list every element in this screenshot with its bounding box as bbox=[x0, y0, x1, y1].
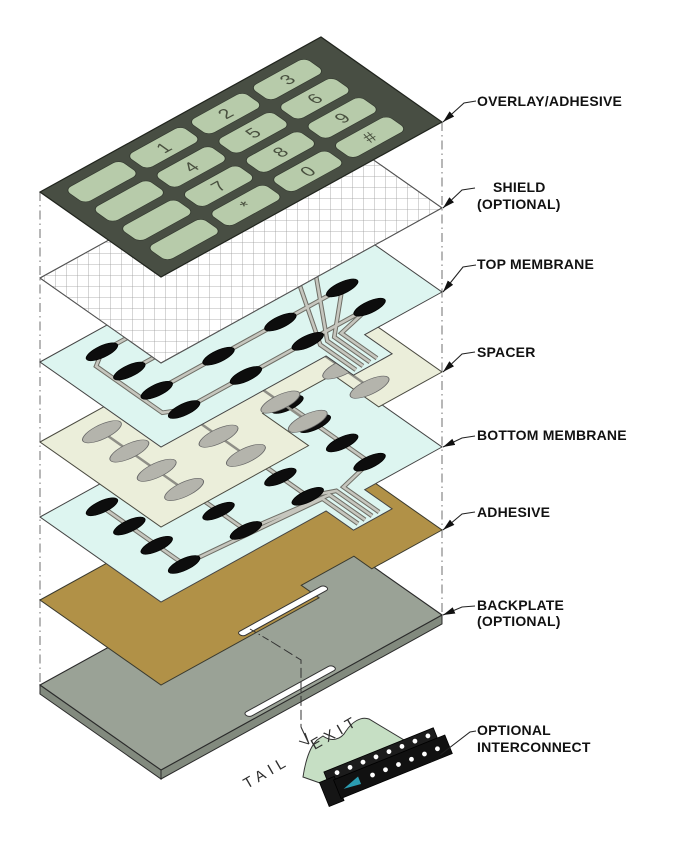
keypad-key bbox=[335, 116, 405, 158]
callout-labels: OVERLAY/ADHESIVE SHIELD (OPTIONAL) TOP M… bbox=[477, 93, 627, 755]
construction-lines bbox=[39, 122, 443, 778]
leader-spacer bbox=[442, 351, 476, 373]
callout-backplate-optional: (OPTIONAL) bbox=[477, 613, 561, 629]
keypad-key bbox=[122, 199, 192, 241]
keypad-key bbox=[252, 59, 322, 100]
adhesive-tail-slot bbox=[237, 585, 329, 637]
tail-exit-word1: TAIL bbox=[241, 752, 293, 792]
keypad-key bbox=[191, 93, 261, 134]
tail-exit-leader bbox=[271, 641, 302, 727]
keypad-key bbox=[184, 165, 254, 207]
leader-bottom-membrane bbox=[442, 435, 476, 448]
callout-bottom-membrane: BOTTOM MEMBRANE bbox=[477, 427, 627, 443]
backplate-tail-slot bbox=[243, 665, 337, 717]
callout-shield: SHIELD bbox=[493, 179, 546, 195]
keypad-key bbox=[218, 112, 288, 154]
keypad-key bbox=[94, 180, 164, 222]
spacer-vent-channels bbox=[102, 329, 370, 489]
keypad-key bbox=[245, 131, 315, 173]
connector-back-pins bbox=[334, 733, 431, 776]
leader-top-membrane bbox=[442, 264, 477, 293]
callout-spacer: SPACER bbox=[477, 344, 536, 360]
callout-leaders bbox=[430, 100, 477, 763]
tail-exit-arrow-icon bbox=[298, 726, 310, 745]
callout-interconnect-1: OPTIONAL bbox=[477, 722, 551, 738]
keypad-key bbox=[129, 127, 199, 169]
tail-exit-leader-dashdot bbox=[249, 628, 273, 643]
keypad-key bbox=[156, 146, 226, 188]
leader-adhesive bbox=[442, 511, 476, 531]
callout-top-membrane: TOP MEMBRANE bbox=[477, 256, 594, 272]
keypad-keys bbox=[67, 59, 405, 260]
leader-overlay-adhesive bbox=[442, 100, 477, 123]
callout-adhesive: ADHESIVE bbox=[477, 504, 550, 520]
connector-body bbox=[318, 727, 453, 808]
callout-shield-optional: (OPTIONAL) bbox=[477, 196, 561, 212]
polarity-marker-icon bbox=[343, 776, 362, 789]
keypad-key bbox=[307, 97, 377, 139]
keypad-key bbox=[273, 150, 343, 192]
top-circuit-trace bbox=[87, 249, 413, 448]
keypad-key bbox=[280, 78, 350, 120]
keypad-key bbox=[211, 185, 281, 226]
leader-interconnect bbox=[430, 730, 477, 763]
leader-shield bbox=[442, 187, 476, 209]
overlay-layer: 1 2 3 4 5 6 7 8 9 * 0 # bbox=[40, 37, 442, 277]
connector-front-pins bbox=[370, 746, 440, 778]
callout-backplate: BACKPLATE bbox=[477, 597, 564, 613]
interconnect-assembly bbox=[302, 717, 453, 808]
callout-interconnect-2: INTERCONNECT bbox=[477, 739, 591, 755]
keypad-key bbox=[149, 219, 219, 260]
leader-backplate bbox=[442, 605, 476, 616]
keypad-key bbox=[67, 161, 137, 203]
callout-overlay-adhesive: OVERLAY/ADHESIVE bbox=[477, 93, 622, 109]
connector-front-face bbox=[333, 734, 453, 800]
